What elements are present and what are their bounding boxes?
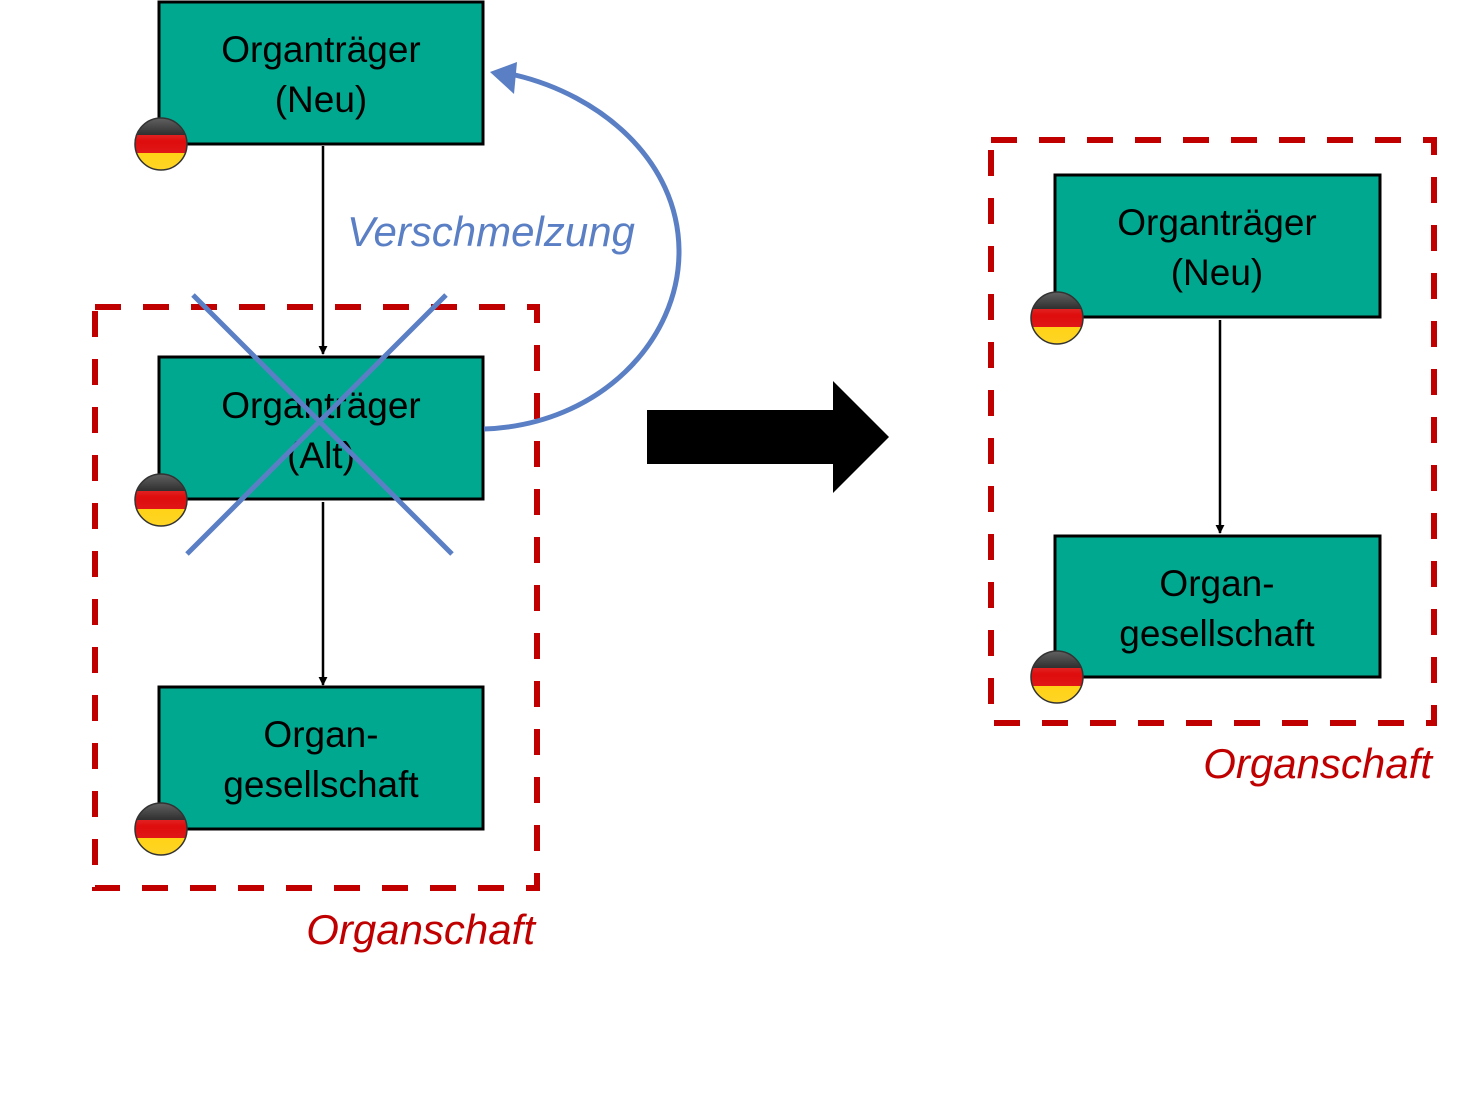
- box-organtraeger-neu-after[interactable]: Organträger (Neu): [1030, 173, 1382, 345]
- organschaft-group-border-after: [988, 137, 1437, 726]
- box-label-line1: Organträger: [1117, 202, 1317, 243]
- box-label-line1: Organ-: [263, 714, 378, 755]
- organschaft-label-after: Organschaft: [1203, 740, 1434, 787]
- box-organgesellschaft-after[interactable]: Organ- gesellschaft: [1030, 534, 1382, 704]
- box-label-line1: Organträger: [221, 29, 421, 70]
- box-label-line2: (Neu): [1171, 252, 1264, 293]
- box-label-line2: gesellschaft: [223, 764, 419, 805]
- merge-arrow: [483, 62, 682, 432]
- cross-out-icon: [185, 293, 454, 556]
- merge-arrowhead-icon: [490, 62, 517, 94]
- germany-flag-icon: [134, 117, 188, 171]
- germany-flag-icon: [1030, 291, 1084, 345]
- merge-label: Verschmelzung: [347, 208, 635, 255]
- box-organtraeger-alt-before[interactable]: Organträger (Alt): [134, 355, 485, 527]
- organschaft-label-before: Organschaft: [306, 906, 537, 953]
- transition-arrow-icon: [647, 381, 889, 493]
- after-section: Organträger (Neu) Organ- gesellschaft Or…: [988, 137, 1437, 787]
- organschaft-group-border-before: [92, 304, 540, 891]
- germany-flag-icon: [134, 473, 188, 527]
- germany-flag-icon: [1030, 650, 1084, 704]
- germany-flag-icon: [134, 802, 188, 856]
- box-label-line2: gesellschaft: [1119, 613, 1315, 654]
- before-section: Organträger (Neu) Organträger (Alt) Orga…: [92, 0, 682, 953]
- box-organgesellschaft-before[interactable]: Organ- gesellschaft: [134, 685, 485, 856]
- box-label-line1: Organ-: [1159, 563, 1274, 604]
- box-organtraeger-neu-before[interactable]: Organträger (Neu): [134, 0, 485, 171]
- box-label-line2: (Neu): [275, 79, 368, 120]
